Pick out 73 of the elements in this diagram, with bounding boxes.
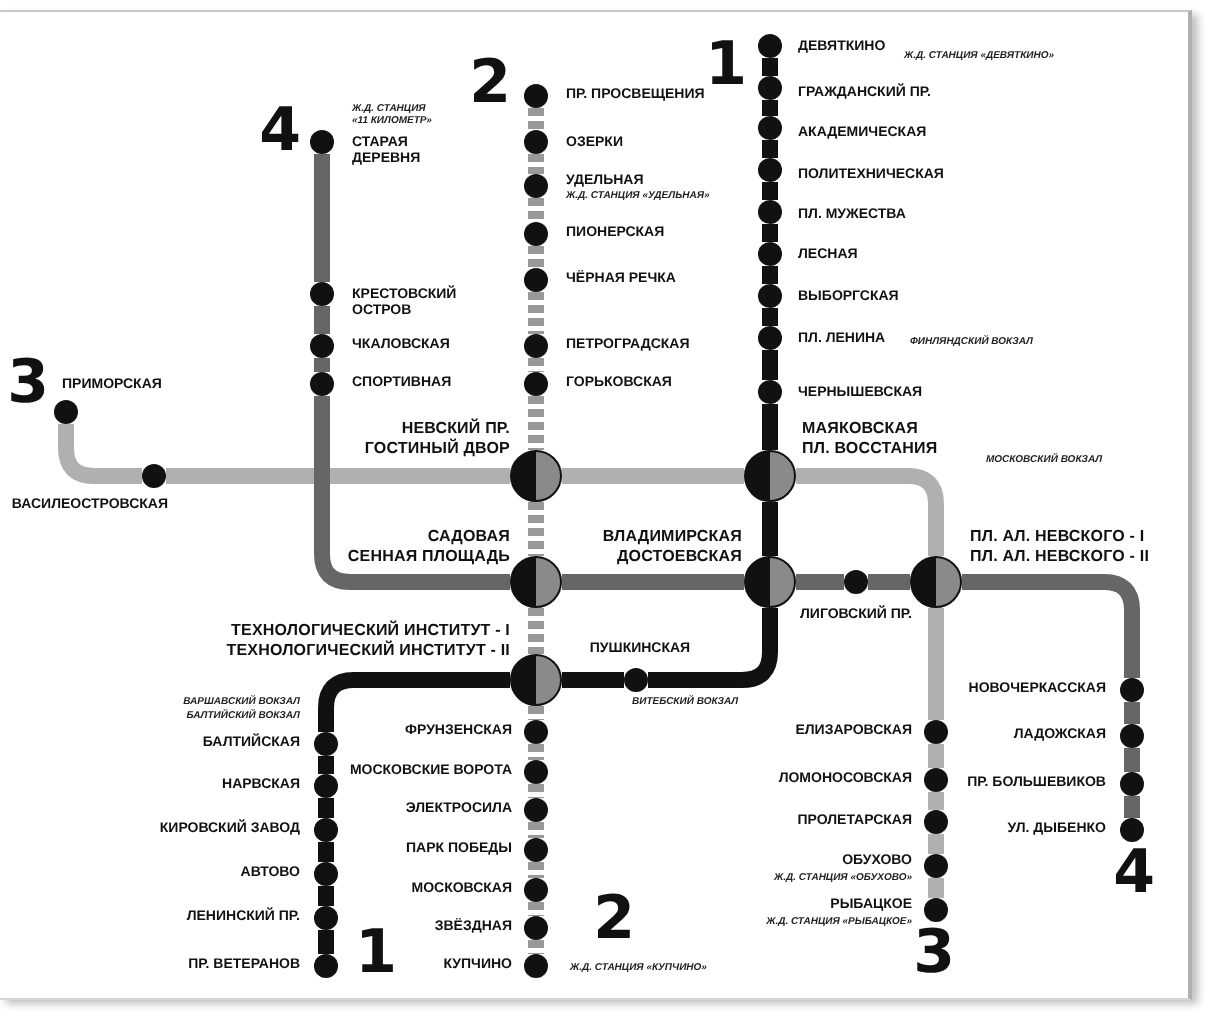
metro-line [1124,796,1140,818]
metro-line [318,842,334,862]
metro-line [762,404,778,450]
line-number: 3 [913,924,955,984]
line-number: 2 [593,890,635,950]
station-name: ПЛ. АЛ. НЕВСКОГО - I [970,526,1145,546]
metro-line [528,246,544,268]
line-number: 1 [355,924,397,984]
metro-line [762,502,778,556]
station-name: ТЕХНОЛОГИЧЕСКИЙ ИНСТИТУТ - II [226,640,510,660]
metro-line [796,468,944,556]
metro-line [528,608,544,654]
metro-line [762,266,778,284]
metro-line [1124,748,1140,772]
metro-line [528,862,544,878]
metro-line [318,756,334,774]
line-number: 2 [469,54,511,114]
station-name: МАЯКОВСКАЯ [802,418,918,438]
station-name: ПЛ. АЛ. НЕВСКОГО - II [970,546,1150,566]
metro-line [528,358,544,372]
metro-line [528,706,544,720]
station-name: ДОСТОЕВСКАЯ [616,546,742,566]
station-name: ВЛАДИМИРСКАЯ [602,526,742,546]
metro-line [928,834,944,854]
metro-line [528,822,544,838]
metro-line [528,502,544,556]
metro-line [318,930,334,954]
metro-line [562,468,744,484]
metro-line [528,902,544,916]
metro-line [528,744,544,760]
metro-line [528,292,544,334]
metro-line [562,672,624,688]
station-name: ГОСТИНЫЙ ДВОР [364,438,510,458]
metro-line [166,468,510,484]
metro-line [314,154,330,282]
metro-line [528,396,544,450]
line-number: 1 [705,36,747,96]
metro-line [318,886,334,906]
metro-line [318,798,334,818]
metro-line [762,140,778,158]
metro-line [762,100,778,116]
metro-line [528,784,544,798]
line-number: 4 [1113,844,1155,904]
metro-line [528,940,544,954]
metro-line [762,224,778,242]
metro-line [562,574,744,590]
station-name: ПЛ. ВОССТАНИЯ [802,438,938,458]
metro-line [1124,702,1140,724]
metro-line [928,878,944,898]
metro-line [868,574,910,590]
metro-line [314,306,330,334]
metro-line [962,574,1140,678]
metro-line [928,608,944,720]
metro-line [528,154,544,174]
line-number: 4 [259,102,301,162]
station-name: СЕННАЯ ПЛОЩАДЬ [347,546,510,566]
metro-line [762,350,778,380]
metro-line [528,198,544,222]
metro-line [928,792,944,810]
metro-line [314,396,510,590]
metro-line [314,358,330,372]
station-name: САДОВАЯ [427,526,510,546]
metro-line [318,672,510,732]
metro-line [762,182,778,200]
station-name: НЕВСКИЙ ПР. [401,418,510,438]
metro-line [762,58,778,76]
station-name: ТЕХНОЛОГИЧЕСКИЙ ИНСТИТУТ - I [231,620,510,640]
metro-line [796,574,844,590]
metro-line [928,744,944,768]
line-number: 3 [7,354,49,414]
metro-line [648,608,778,688]
metro-line [528,108,544,130]
metro-line [762,308,778,326]
